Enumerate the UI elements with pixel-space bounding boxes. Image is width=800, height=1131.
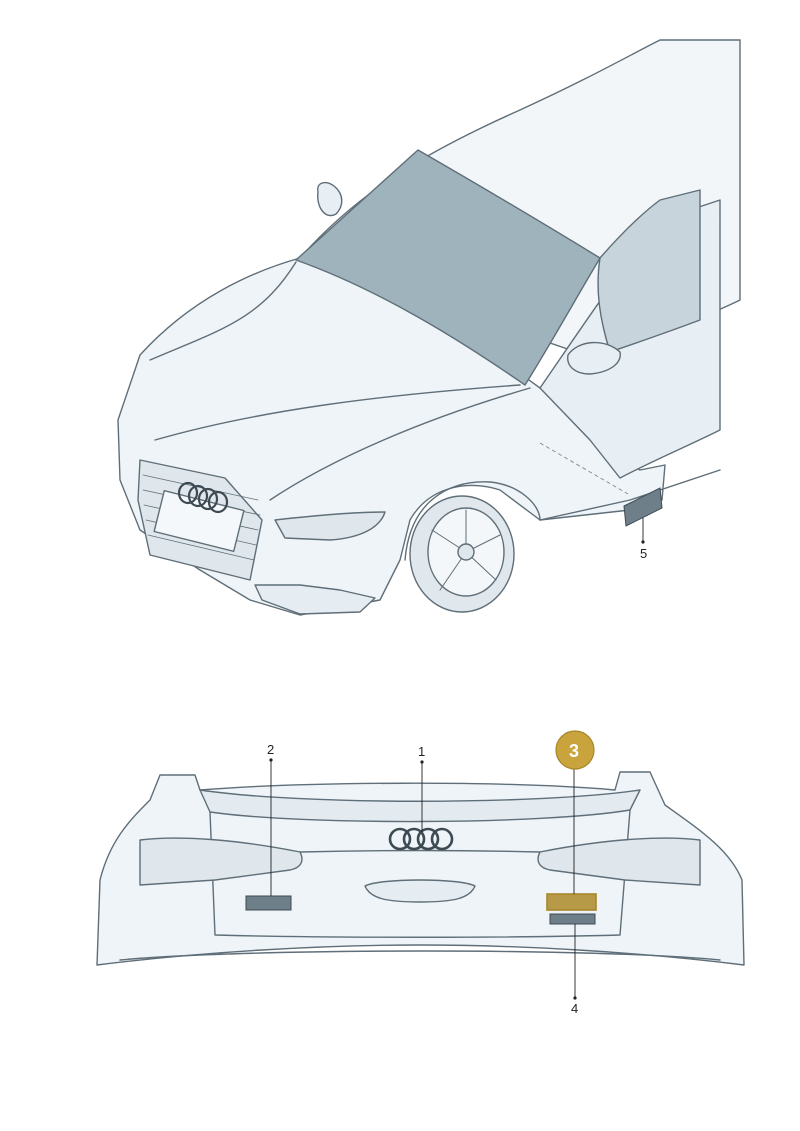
fender-badge <box>623 487 663 527</box>
windshield <box>295 149 601 386</box>
rear-rings-badge <box>388 827 454 851</box>
leader-1-dot <box>420 760 424 764</box>
callout-3: 3 <box>569 741 579 761</box>
hood-crease <box>269 387 531 501</box>
interior-mirror <box>317 181 343 217</box>
callout-2: 2 <box>267 742 274 757</box>
hood-line <box>149 261 521 441</box>
callout-4: 4 <box>571 1001 578 1016</box>
car-rear-view <box>96 771 745 966</box>
right-rear-badge-upper <box>546 893 597 911</box>
callout-1: 1 <box>418 744 425 759</box>
front-license-plate <box>153 490 245 552</box>
trunk-lid-top <box>199 789 641 823</box>
trunk-lid <box>209 809 631 938</box>
leader-5-dot <box>641 540 645 544</box>
side-window <box>597 189 701 353</box>
side-sill <box>539 469 721 521</box>
wheel-hub <box>457 543 475 561</box>
rear-plate-recess <box>364 879 476 903</box>
headlight <box>274 511 386 541</box>
leader-4-dot <box>573 996 577 1000</box>
callout-3-badge <box>555 730 595 770</box>
side-mirror <box>567 341 621 375</box>
callout-5: 5 <box>640 546 647 561</box>
front-rings-logo <box>177 481 229 514</box>
wheel-arch <box>404 481 541 561</box>
rear-bumper-line <box>119 950 721 961</box>
left-rear-badge <box>245 895 292 911</box>
front-bumper <box>254 584 376 615</box>
right-rear-badge-lower <box>549 913 596 925</box>
car-front-view <box>117 39 741 616</box>
tail-light-bar <box>299 849 541 853</box>
fender-badge-guide <box>539 442 629 495</box>
leader-2-dot <box>269 758 273 762</box>
